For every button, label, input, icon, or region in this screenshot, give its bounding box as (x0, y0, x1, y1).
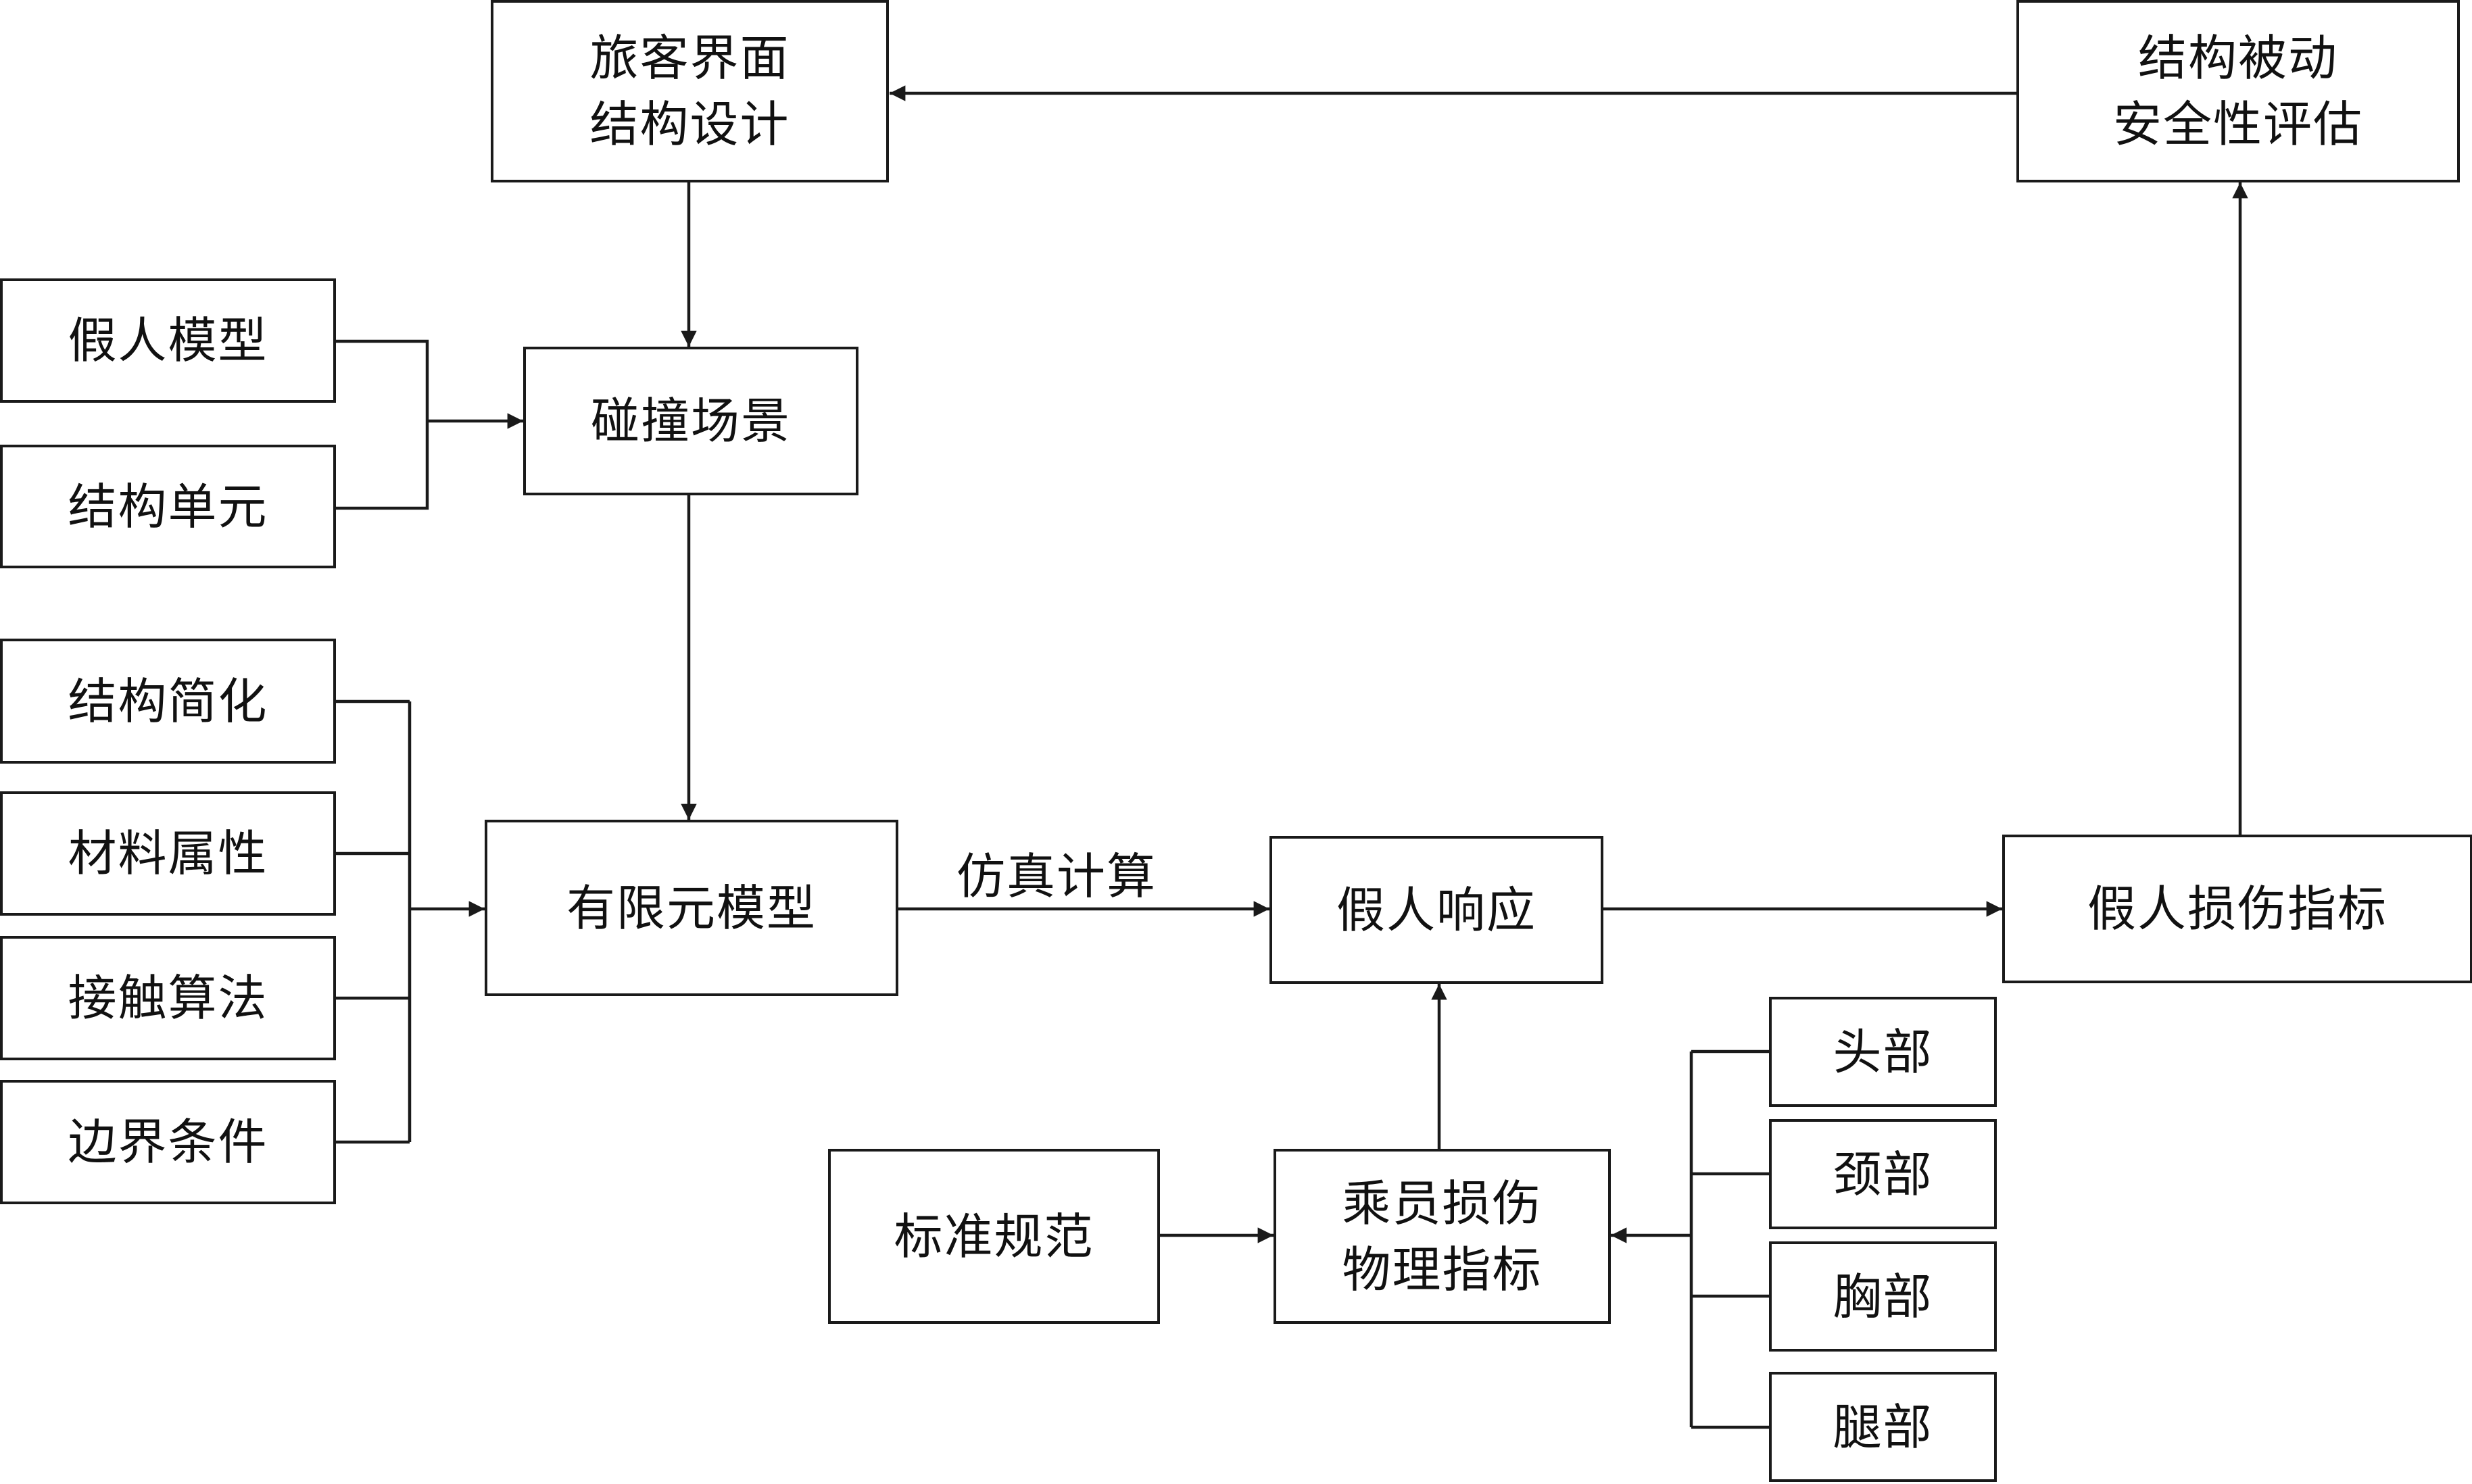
node-leg: 腿部 (1769, 1372, 1997, 1482)
node-head: 头部 (1769, 997, 1997, 1107)
node-crash-scene: 碰撞场景 (523, 347, 858, 495)
node-neck-label: 颈部 (1833, 1145, 1933, 1203)
node-structure-unit: 结构单元 (0, 445, 336, 568)
node-injury-index: 假人损伤指标 (2002, 835, 2472, 983)
node-contact-algo: 接触算法 (0, 936, 336, 1060)
node-ui-design: 旅客界面 结构设计 (491, 0, 889, 182)
node-passive-safety-label: 结构被动 安全性评估 (2112, 30, 2363, 153)
node-occupant-index: 乘员损伤 物理指标 (1274, 1149, 1611, 1324)
node-contact-algo-label: 接触算法 (68, 970, 268, 1027)
node-dummy-model: 假人模型 (0, 278, 336, 403)
node-chest: 胸部 (1769, 1241, 1997, 1352)
node-dummy-response-label: 假人响应 (1336, 881, 1536, 939)
node-standard-label: 标准规范 (894, 1208, 1094, 1265)
node-occupant-index-label: 乘员损伤 物理指标 (1342, 1174, 1543, 1298)
node-dummy-model-label: 假人模型 (68, 312, 268, 369)
edge-label-simulation: 仿真计算 (956, 848, 1157, 905)
node-head-label: 头部 (1833, 1023, 1933, 1081)
node-structure-unit-label: 结构单元 (68, 478, 268, 535)
bracket-dummy-unit (336, 339, 429, 510)
node-leg-label: 腿部 (1833, 1398, 1933, 1456)
node-fe-model: 有限元模型 (485, 820, 898, 996)
node-material-prop-label: 材料属性 (68, 825, 268, 882)
node-crash-scene-label: 碰撞场景 (590, 393, 791, 449)
node-fe-model-label: 有限元模型 (566, 879, 817, 937)
node-dummy-response: 假人响应 (1269, 836, 1603, 984)
node-chest-label: 胸部 (1833, 1268, 1933, 1325)
node-struct-simplify-label: 结构简化 (68, 672, 268, 730)
node-material-prop: 材料属性 (0, 791, 336, 916)
node-injury-index-label: 假人损伤指标 (2087, 881, 2388, 937)
node-struct-simplify: 结构简化 (0, 639, 336, 764)
node-boundary-cond: 边界条件 (0, 1080, 336, 1204)
node-standard: 标准规范 (828, 1149, 1160, 1324)
node-ui-design-label: 旅客界面 结构设计 (589, 30, 790, 153)
node-passive-safety: 结构被动 安全性评估 (2016, 0, 2460, 182)
node-neck: 颈部 (1769, 1119, 1997, 1229)
node-boundary-cond-label: 边界条件 (68, 1114, 268, 1170)
